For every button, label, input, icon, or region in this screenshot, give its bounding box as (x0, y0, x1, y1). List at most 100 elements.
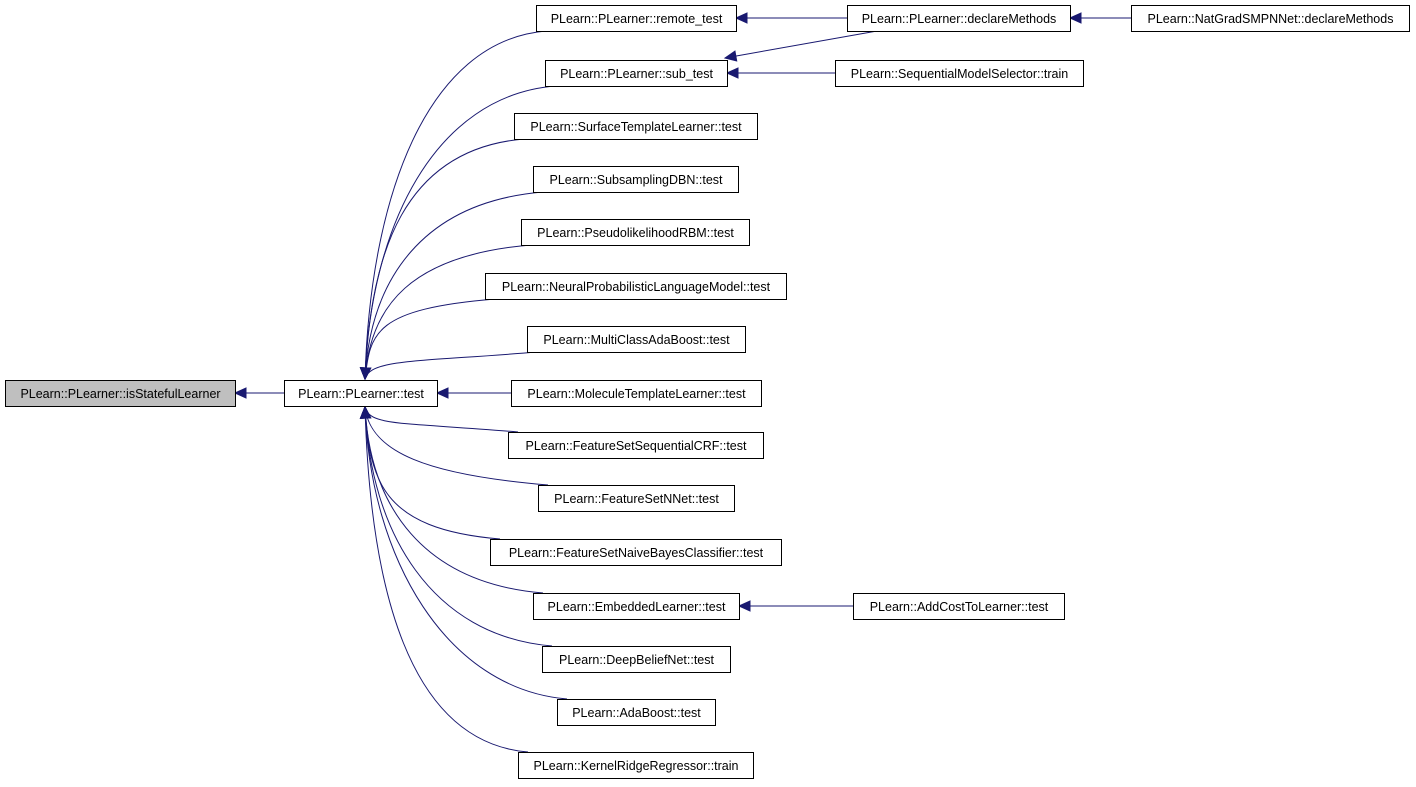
edge-addcost-to-embedded (737, 600, 853, 612)
edge-remote_test-to-test (359, 30, 547, 381)
node-label: PLearn::SubsamplingDBN::test (549, 173, 723, 187)
node-pseudo[interactable]: PLearn::PseudolikelihoodRBM::test (521, 219, 750, 246)
node-label: PLearn::MoleculeTemplateLearner::test (527, 387, 746, 401)
node-label: PLearn::PseudolikelihoodRBM::test (537, 226, 734, 240)
node-box (538, 485, 735, 512)
node-deepbelief[interactable]: PLearn::DeepBeliefNet::test (542, 646, 731, 673)
edge-multiclass-to-test (359, 351, 538, 381)
node-box (536, 5, 737, 32)
node-neural[interactable]: PLearn::NeuralProbabilisticLanguageModel… (485, 273, 787, 300)
node-declareMethods[interactable]: PLearn::PLearner::declareMethods (847, 5, 1071, 32)
edge-naivebayes-to-test (359, 405, 501, 540)
edge-pseudo-to-test-line (364, 244, 532, 380)
node-remote_test[interactable]: PLearn::PLearner::remote_test (536, 5, 737, 32)
node-embedded[interactable]: PLearn::EmbeddedLearner::test (533, 593, 740, 620)
edge-fsnnet-to-test-line (364, 406, 549, 486)
node-fsnnet[interactable]: PLearn::FeatureSetNNet::test (538, 485, 735, 512)
node-label: PLearn::PLearner::test (298, 387, 424, 401)
node-label: PLearn::PLearner::remote_test (551, 12, 723, 26)
node-label: PLearn::SurfaceTemplateLearner::test (530, 120, 742, 134)
edge-declareMethods-to-remote_test-arrowhead (734, 12, 748, 24)
edge-declareMethods-to-sub_test (723, 30, 878, 62)
edge-naivebayes-to-test-line (364, 406, 501, 540)
node-label: PLearn::PLearner::declareMethods (862, 12, 1057, 26)
node-box (533, 166, 739, 193)
node-surface[interactable]: PLearn::SurfaceTemplateLearner::test (514, 113, 758, 140)
node-label: PLearn::DeepBeliefNet::test (559, 653, 714, 667)
edge-kernelridge-to-test (359, 405, 529, 753)
node-adaboost[interactable]: PLearn::AdaBoost::test (557, 699, 716, 726)
node-box (284, 380, 438, 407)
edge-surface-to-test-line (364, 138, 525, 380)
edge-kernelridge-to-test-arrowhead (359, 405, 372, 419)
edge-multiclass-to-test-arrowhead (359, 367, 372, 381)
edge-natgrad-to-declareMethods (1068, 12, 1131, 24)
node-box (835, 60, 1084, 87)
node-kernelridge[interactable]: PLearn::KernelRidgeRegressor::train (518, 752, 754, 779)
node-label: PLearn::FeatureSetNNet::test (554, 492, 719, 506)
edge-deepbelief-to-test-line (364, 406, 553, 647)
node-label: PLearn::PLearner::isStatefulLearner (20, 387, 220, 401)
node-box (485, 273, 787, 300)
node-box (518, 752, 754, 779)
node-addcost[interactable]: PLearn::AddCostToLearner::test (853, 593, 1065, 620)
node-box (514, 113, 758, 140)
node-isStatefulLearner[interactable]: PLearn::PLearner::isStatefulLearner (5, 380, 236, 407)
edge-multiclass-to-test-line (364, 351, 538, 380)
node-label: PLearn::AdaBoost::test (572, 706, 701, 720)
node-box (527, 326, 746, 353)
node-box (853, 593, 1065, 620)
node-box (5, 380, 236, 407)
node-label: PLearn::AddCostToLearner::test (870, 600, 1049, 614)
node-seqselector[interactable]: PLearn::SequentialModelSelector::train (835, 60, 1084, 87)
edge-subsampling-to-test-line (364, 191, 544, 380)
node-box (490, 539, 782, 566)
node-label: PLearn::FeatureSetSequentialCRF::test (526, 439, 747, 453)
edge-molecule-to-test (435, 387, 511, 399)
edge-test-to-isStatefulLearner-arrowhead (233, 387, 247, 399)
edge-surface-to-test (359, 138, 525, 381)
node-label: PLearn::EmbeddedLearner::test (548, 600, 726, 614)
node-sub_test[interactable]: PLearn::PLearner::sub_test (545, 60, 728, 87)
node-box (542, 646, 731, 673)
edge-molecule-to-test-arrowhead (435, 387, 449, 399)
edge-addcost-to-embedded-arrowhead (737, 600, 751, 612)
node-label: PLearn::KernelRidgeRegressor::train (534, 759, 739, 773)
edge-test-to-isStatefulLearner (233, 387, 284, 399)
edge-seqselector-to-sub_test (725, 67, 835, 79)
node-box (1131, 5, 1410, 32)
edge-declareMethods-to-sub_test-line (724, 30, 878, 59)
node-molecule[interactable]: PLearn::MoleculeTemplateLearner::test (511, 380, 762, 407)
node-box (508, 432, 764, 459)
edge-declareMethods-to-sub_test-arrowhead (723, 50, 738, 62)
edge-adaboost-to-test-line (364, 406, 568, 700)
node-label: PLearn::NatGradSMPNNet::declareMethods (1148, 12, 1394, 26)
edge-crf-to-test (359, 405, 519, 433)
node-test[interactable]: PLearn::PLearner::test (284, 380, 438, 407)
edge-declareMethods-to-remote_test (734, 12, 847, 24)
edge-natgrad-to-declareMethods-arrowhead (1068, 12, 1082, 24)
edge-seqselector-to-sub_test-arrowhead (725, 67, 739, 79)
node-label: PLearn::MultiClassAdaBoost::test (543, 333, 730, 347)
node-box (557, 699, 716, 726)
node-subsampling[interactable]: PLearn::SubsamplingDBN::test (533, 166, 739, 193)
node-box (545, 60, 728, 87)
edge-crf-to-test-line (364, 406, 519, 433)
node-naivebayes[interactable]: PLearn::FeatureSetNaiveBayesClassifier::… (490, 539, 782, 566)
node-label: PLearn::FeatureSetNaiveBayesClassifier::… (509, 546, 764, 560)
node-multiclass[interactable]: PLearn::MultiClassAdaBoost::test (527, 326, 746, 353)
node-label: PLearn::PLearner::sub_test (560, 67, 713, 81)
edge-embedded-to-test-line (364, 406, 544, 594)
node-box (521, 219, 750, 246)
node-box (847, 5, 1071, 32)
node-label: PLearn::SequentialModelSelector::train (851, 67, 1069, 81)
node-label: PLearn::NeuralProbabilisticLanguageModel… (502, 280, 771, 294)
node-natgrad[interactable]: PLearn::NatGradSMPNNet::declareMethods (1131, 5, 1410, 32)
node-box (533, 593, 740, 620)
edge-remote_test-to-test-line (364, 30, 547, 380)
node-crf[interactable]: PLearn::FeatureSetSequentialCRF::test (508, 432, 764, 459)
edge-neural-to-test-line (364, 298, 496, 380)
node-box (511, 380, 762, 407)
